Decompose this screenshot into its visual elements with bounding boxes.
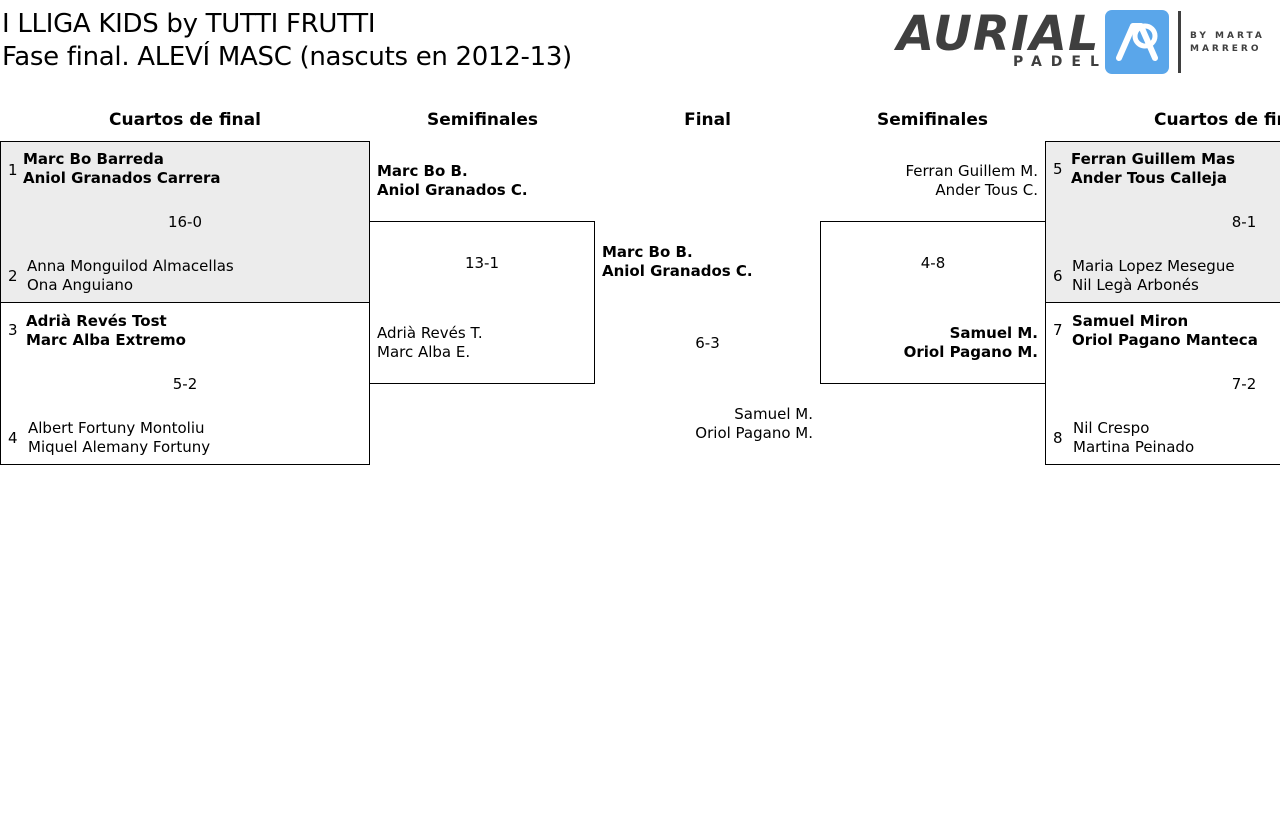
match-score: 7-2 [1231, 375, 1257, 393]
pair-a-player-1: Samuel Miron [1072, 312, 1189, 330]
seed-number: 7 [1053, 321, 1063, 339]
pair-a-player-1: Ferran Guillem Mas [1071, 150, 1236, 168]
match-quarter-3: 5 Ferran Guillem Mas Ander Tous Calleja … [1045, 141, 1280, 303]
aurial-padel-logo: AURIAL PADEL BY MARTA MARRERO [895, 8, 1280, 76]
round-header-quarters-right: Cuartos de final [1154, 110, 1280, 130]
seed-number: 6 [1053, 267, 1063, 285]
pair-a-player-1: Marc Bo Barreda [23, 150, 164, 168]
pair-b-player-2: Marc Alba E. [377, 343, 471, 361]
seed-number: 2 [8, 267, 18, 285]
round-header-quarters-left: Cuartos de final [109, 110, 261, 130]
final-pair-b-player-1: Samuel M. [734, 405, 813, 423]
match-quarter-1: 1 Marc Bo Barreda Aniol Granados Carrera… [0, 141, 370, 303]
round-header-semis-right: Semifinales [877, 110, 988, 130]
pair-a-player-2: Oriol Pagano Manteca [1072, 331, 1258, 349]
seed-number: 1 [8, 161, 18, 179]
pair-a-player-2: Aniol Granados Carrera [23, 169, 221, 187]
final-pair-a-player-2: Aniol Granados C. [602, 262, 753, 280]
page-title: I LLIGA KIDS by TUTTI FRUTTI [2, 9, 376, 39]
final-pair-b-player-2: Oriol Pagano M. [695, 424, 813, 442]
round-header-semis-left: Semifinales [427, 110, 538, 130]
match-quarter-4: 7 Samuel Miron Oriol Pagano Manteca 7-2 … [1045, 302, 1280, 465]
racket-ar-icon [1105, 10, 1169, 74]
pair-b-player-2: Ona Anguiano [27, 276, 134, 294]
pair-b-player-1: Maria Lopez Mesegue [1072, 257, 1235, 275]
match-score: 5-2 [172, 375, 198, 393]
logo-by-line1: BY MARTA [1190, 31, 1265, 41]
pair-a-player-1: Adrià Revés Tost [26, 312, 167, 330]
final-pair-a-player-1: Marc Bo B. [602, 243, 693, 261]
pair-a-player-2: Marc Alba Extremo [26, 331, 186, 349]
seed-number: 4 [8, 429, 18, 447]
seed-number: 8 [1053, 429, 1063, 447]
logo-by-line2: MARRERO [1190, 44, 1262, 54]
semi-left-pair-a-player-2: Aniol Granados C. [377, 181, 528, 199]
logo-sub: PADEL [1013, 54, 1108, 70]
round-header-final: Final [684, 110, 731, 130]
pair-b-player-1: Nil Crespo [1073, 419, 1150, 437]
semi-right-pair-a-player-1: Ferran Guillem M. [905, 162, 1038, 180]
match-score: 4-8 [920, 254, 946, 272]
match-quarter-2: 3 Adrià Revés Tost Marc Alba Extremo 5-2… [0, 302, 370, 465]
final-score: 6-3 [695, 334, 720, 352]
semi-left-pair-a-player-1: Marc Bo B. [377, 162, 468, 180]
pair-a-player-2: Ander Tous Calleja [1071, 169, 1228, 187]
match-score: 13-1 [464, 254, 500, 272]
pair-b-player-1: Samuel M. [949, 324, 1038, 342]
logo-wordmark: AURIAL [897, 6, 1100, 62]
pair-b-player-1: Adrià Revés T. [377, 324, 483, 342]
pair-b-player-2: Martina Peinado [1073, 438, 1195, 456]
pair-b-player-2: Nil Legà Arbonés [1072, 276, 1199, 294]
pair-b-player-1: Anna Monguilod Almacellas [27, 257, 234, 275]
match-score: 16-0 [167, 213, 203, 231]
match-semifinal-right: 4-8 Samuel M. Oriol Pagano M. [820, 221, 1046, 384]
match-score: 8-1 [1231, 213, 1257, 231]
logo-divider [1178, 11, 1181, 73]
seed-number: 3 [8, 321, 18, 339]
pair-b-player-2: Miquel Alemany Fortuny [28, 438, 211, 456]
match-semifinal-left: 13-1 Adrià Revés T. Marc Alba E. [369, 221, 595, 384]
pair-b-player-2: Oriol Pagano M. [903, 343, 1038, 361]
page-subtitle: Fase final. ALEVÍ MASC (nascuts en 2012-… [2, 42, 572, 72]
pair-b-player-1: Albert Fortuny Montoliu [28, 419, 205, 437]
seed-number: 5 [1053, 160, 1063, 178]
semi-right-pair-a-player-2: Ander Tous C. [935, 181, 1038, 199]
